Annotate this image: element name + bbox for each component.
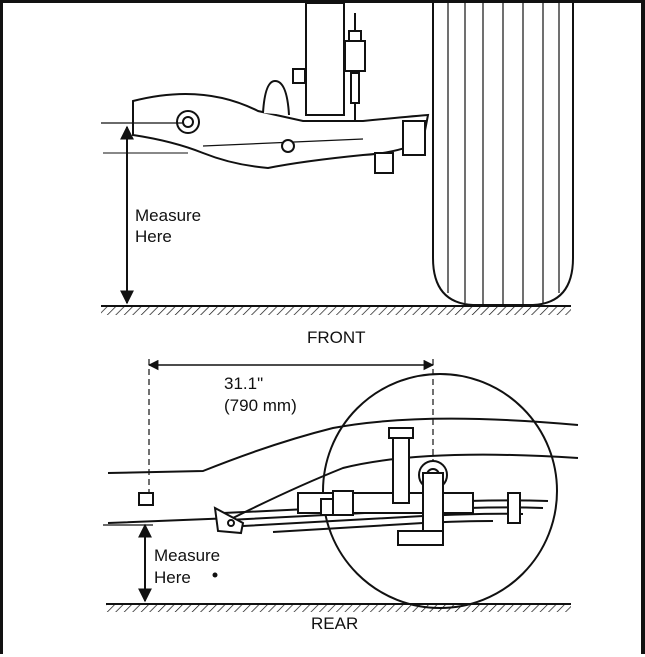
front-lower-control-arm [132, 79, 430, 174]
rear-view [103, 359, 579, 612]
front-measure-label-line1: Measure [135, 206, 202, 225]
front-tire [432, 3, 574, 306]
rear-ground [106, 604, 571, 612]
front-shock-absorber [292, 3, 366, 123]
suspension-diagram [101, 3, 579, 612]
rear-title: REAR [311, 614, 359, 633]
rear-axle-assembly [297, 427, 474, 546]
rear-dimension-inches: 31.1" [224, 374, 264, 393]
rear-measure-label-line2: Here [154, 568, 191, 587]
front-title: FRONT [307, 328, 366, 347]
rear-dimension-mm: (790 mm) [224, 396, 297, 415]
rear-frame-rail [107, 417, 579, 524]
front-measure-label-line2: Here [135, 227, 172, 246]
front-ground [101, 306, 571, 315]
rear-mark [212, 572, 218, 578]
front-view [101, 3, 574, 315]
rear-measure-label-line1: Measure [154, 546, 221, 565]
